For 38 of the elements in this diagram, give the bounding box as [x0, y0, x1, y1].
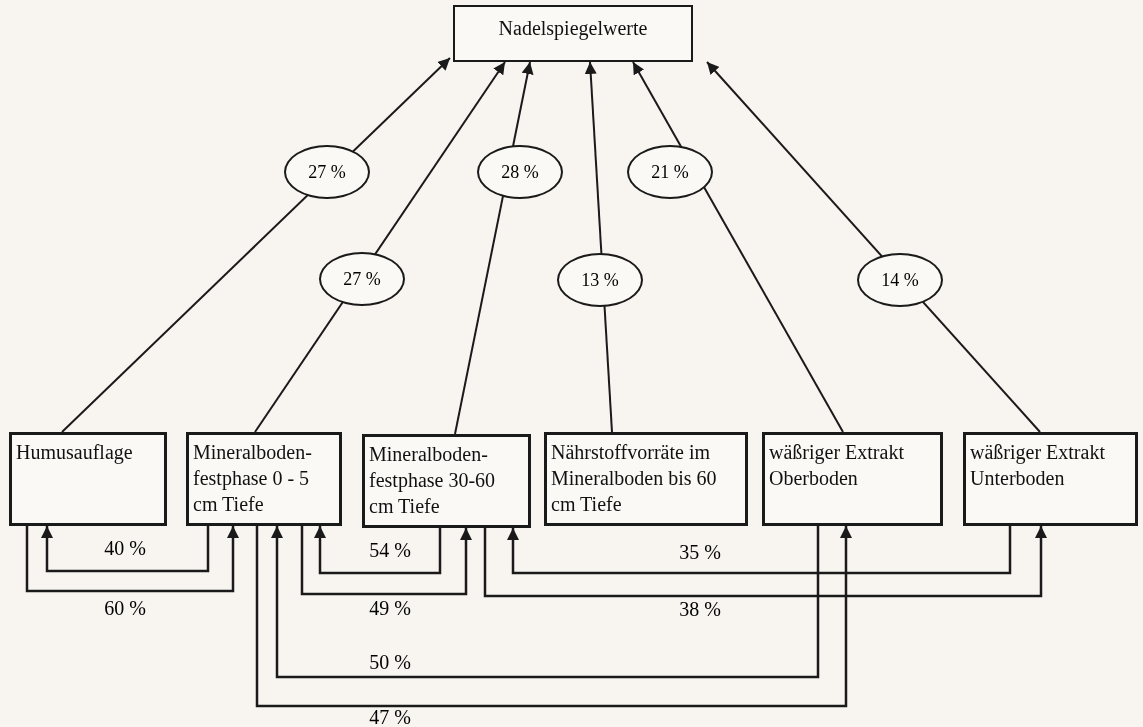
source-box	[9, 432, 167, 526]
source-box	[762, 432, 943, 526]
edge-label: 35 %	[679, 540, 721, 564]
node-text: wäßriger Extrakt Oberboden	[769, 440, 905, 491]
arrow	[632, 61, 844, 433]
edge-label: 54 %	[369, 538, 411, 562]
source-box	[186, 432, 342, 526]
edge-label: 27 %	[284, 145, 370, 199]
arrow	[41, 526, 210, 573]
node-text: Humusauflage	[16, 440, 134, 465]
edge-label: 14 %	[857, 253, 943, 307]
arrow	[314, 526, 442, 575]
edge-label: 38 %	[679, 597, 721, 621]
edge-label: 27 %	[319, 252, 405, 306]
node-text: Mineralboden- festphase 0 - 5 cm Tiefe	[193, 440, 313, 517]
target-box	[453, 5, 693, 62]
node-text: Nährstoffvorräte im Mineralboden bis 60 cm Tiefe	[551, 440, 718, 517]
node-text: Mineralboden- festphase 30-60 cm Tiefe	[369, 442, 497, 519]
source-box	[963, 432, 1138, 526]
arrow	[61, 57, 451, 433]
arrow	[300, 526, 472, 596]
edge-label: 50 %	[369, 650, 411, 674]
node-text: wäßriger Extrakt Unterboden	[970, 440, 1106, 491]
edge-label: 47 %	[369, 705, 411, 727]
arrow	[483, 526, 1047, 598]
edge-label: 21 %	[627, 145, 713, 199]
edge-label: 28 %	[477, 145, 563, 199]
source-box	[362, 434, 531, 528]
arrow	[507, 526, 1012, 575]
edge-label: 40 %	[104, 536, 146, 560]
edge-label: 13 %	[557, 253, 643, 307]
node-text: Nadelspiegelwerte	[497, 16, 649, 41]
source-box	[544, 432, 748, 526]
edge-label: 60 %	[104, 596, 146, 620]
arrow	[255, 526, 852, 708]
edge-label: 49 %	[369, 596, 411, 620]
arrow	[271, 526, 820, 679]
arrow	[25, 526, 239, 593]
